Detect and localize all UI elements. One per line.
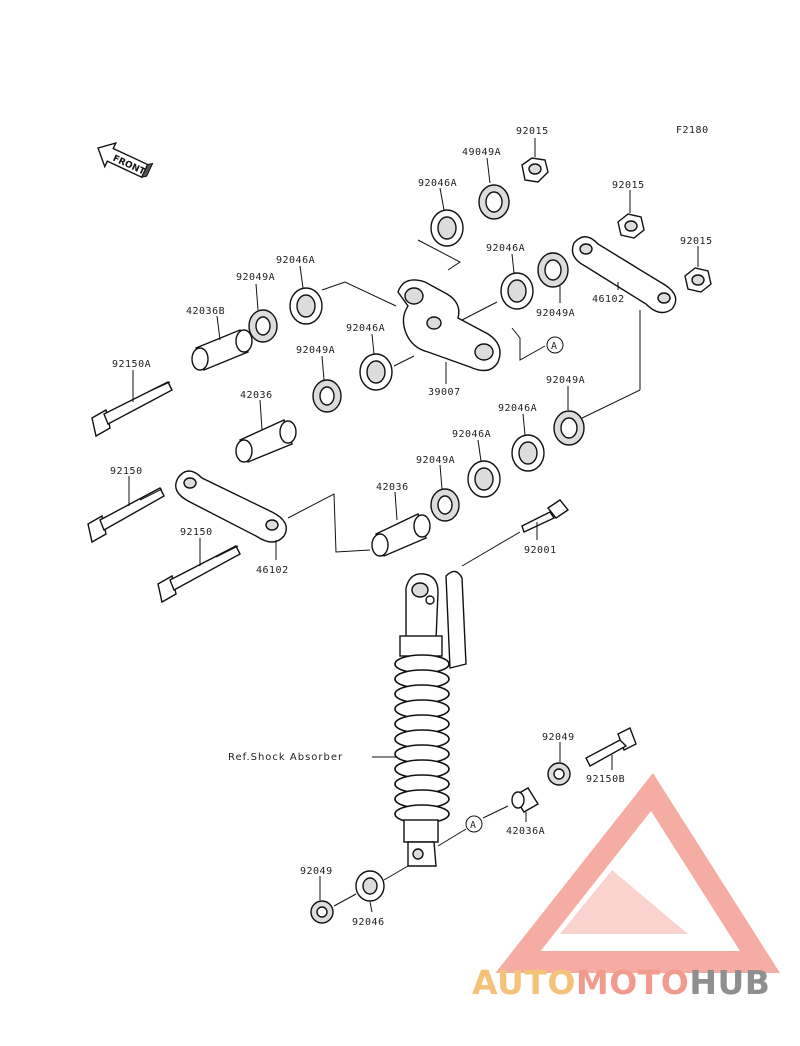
label-92046a-1: 92046A: [418, 178, 457, 189]
collar-92049-right: [547, 762, 571, 786]
label-46102-2: 46102: [256, 565, 289, 576]
label-92049-2: 92049: [300, 866, 333, 877]
collar-92049-bottom: [310, 900, 334, 924]
label-92046a-2: 92046A: [486, 243, 525, 254]
collar-49049a: [478, 184, 510, 220]
front-arrow-icon: FRONT: [97, 141, 154, 179]
label-92049a-1: 92049A: [536, 308, 575, 319]
label-92049a-2: 92049A: [236, 272, 275, 283]
sleeve-42036b: [191, 329, 253, 371]
bearing-92046a-lower: [467, 460, 501, 498]
label-92046a-4: 92046A: [346, 323, 385, 334]
bolt-92150-upper: [87, 487, 165, 544]
collar-92049a-left-upper: [248, 309, 278, 343]
figure-code: F2180: [676, 125, 709, 136]
watermark-logo-icon: [495, 773, 781, 973]
bearing-92046a-center: [359, 353, 393, 391]
ref-circle-a-upper: A: [546, 336, 564, 354]
watermark-text: AUTOMOTOHUB: [472, 963, 770, 1002]
label-46102-1: 46102: [592, 294, 625, 305]
collar-92049a-lower-right: [553, 410, 585, 446]
label-92046: 92046: [352, 917, 385, 928]
bearing-92046-bottom: [355, 870, 385, 902]
label-92015-c: 92015: [680, 236, 713, 247]
label-92150a: 92150A: [112, 359, 151, 370]
rocker-arm-39007: [397, 279, 501, 372]
collar-92049a-lower: [430, 488, 460, 522]
label-92015-b: 92015: [612, 180, 645, 191]
label-92001: 92001: [524, 545, 557, 556]
label-92046a-6: 92046A: [452, 429, 491, 440]
label-42036-1: 42036: [240, 390, 273, 401]
nut-92015-right: [684, 267, 712, 293]
svg-text:A: A: [551, 341, 558, 352]
sleeve-42036a: [511, 787, 539, 813]
label-42036b: 42036B: [186, 306, 225, 317]
bolt-92001: [521, 499, 570, 533]
bolt-92150-lower: [157, 545, 241, 604]
bolt-92150a: [91, 381, 173, 438]
sleeve-42036-lower: [371, 513, 431, 557]
bolt-92150b: [585, 727, 637, 767]
shock-absorber: [394, 570, 467, 867]
label-92049a-4: 92049A: [546, 375, 585, 386]
tie-rod-46102-top: [571, 236, 677, 314]
label-92150b: 92150B: [586, 774, 625, 785]
label-92049a-5: 92049A: [416, 455, 455, 466]
tie-rod-46102-lower: [175, 470, 287, 543]
label-92046a-5: 92046A: [498, 403, 537, 414]
label-92049a-3: 92049A: [296, 345, 335, 356]
label-ref-shock-absorber: Ref.Shock Absorber: [228, 752, 343, 763]
nut-92015-top: [521, 157, 549, 183]
label-42036a: 42036A: [506, 826, 545, 837]
label-92150-1: 92150: [110, 466, 143, 477]
collar-92049a-upper-right: [537, 252, 569, 288]
bearing-92046a-top: [430, 209, 464, 247]
collar-92049a-center: [312, 379, 342, 413]
coil-spring: [394, 654, 450, 824]
label-39007: 39007: [428, 387, 461, 398]
sleeve-42036-upper: [235, 419, 297, 463]
label-92049-1: 92049: [542, 732, 575, 743]
bearing-92046a-left-upper: [289, 287, 323, 325]
label-49049a: 49049A: [462, 147, 501, 158]
label-92046a-3: 92046A: [276, 255, 315, 266]
ref-circle-a-lower: A: [465, 815, 483, 833]
label-92015-a: 92015: [516, 126, 549, 137]
bearing-92046a-lower-right: [511, 434, 545, 472]
label-42036-2: 42036: [376, 482, 409, 493]
nut-92015-mid: [617, 213, 645, 239]
bearing-92046a-upper-right: [500, 272, 534, 310]
label-92150-2: 92150: [180, 527, 213, 538]
svg-text:A: A: [470, 820, 477, 831]
